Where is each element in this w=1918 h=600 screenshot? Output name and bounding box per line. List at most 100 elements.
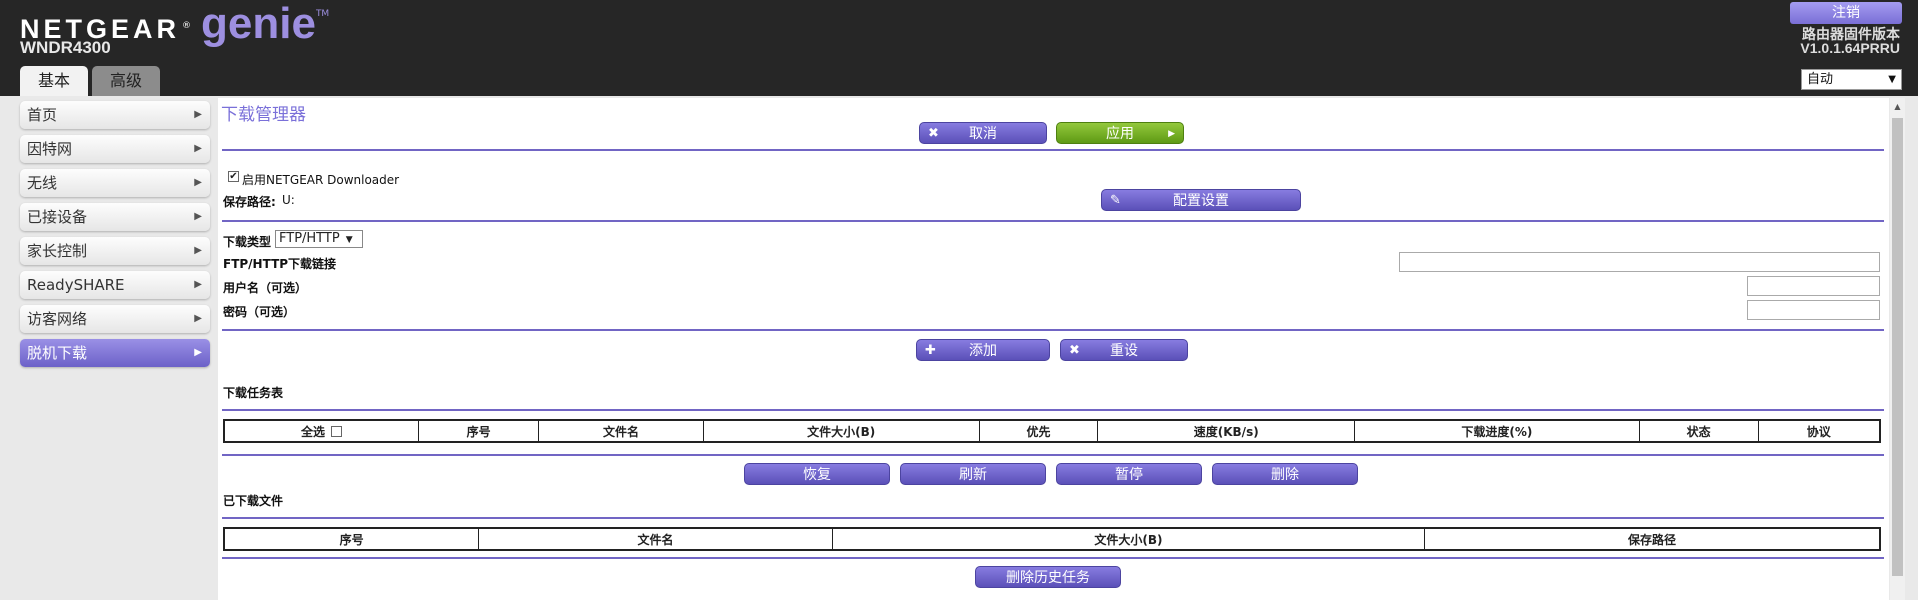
logout-button[interactable]: 注销 [1790,2,1902,24]
divider [222,220,1884,222]
column-header-priority: 优先 [978,419,1099,443]
main-content: 下载管理器 ✖ 取消 应用 ▶ ✔ 启用NETGEAR Downloader 保… [218,98,1889,600]
chevron-right-icon: ▶ [194,313,202,324]
add-button-label: 添加 [969,343,997,359]
language-select[interactable]: 自动 ▼ [1801,69,1902,90]
sidebar-item-label: 因特网 [27,140,73,158]
delete-button[interactable]: 删除 [1212,463,1358,485]
chevron-right-icon: ▶ [194,109,202,120]
brand-registered-mark: ® [182,21,192,31]
column-header-filename: 文件名 [478,527,833,551]
sidebar-item-label: ReadySHARE [27,276,125,294]
column-header-filesize: 文件大小(B) [702,419,980,443]
play-arrow-icon: ▶ [1168,129,1175,139]
sidebar-item-offline-download[interactable]: 脱机下载 ▶ [20,339,210,367]
column-header-select-all: 全选 [223,419,420,443]
refresh-button[interactable]: 刷新 [900,463,1046,485]
close-icon: ✖ [1069,343,1080,358]
column-header-status: 状态 [1638,419,1759,443]
save-path-value: U: [282,193,295,207]
column-header-index: 序号 [223,527,480,551]
enable-downloader-checkbox[interactable]: ✔ [228,171,239,182]
column-header-save-path: 保存路径 [1424,527,1881,551]
sidebar-item-readyshare[interactable]: ReadySHARE ▶ [20,271,210,299]
column-header-filesize: 文件大小(B) [831,527,1426,551]
main-tabs: 基本 高级 [20,66,161,96]
sidebar-item-wireless[interactable]: 无线 ▶ [20,169,210,197]
close-icon: ✖ [928,126,939,141]
table-header-row: 序号 文件名 文件大小(B) 保存路径 [223,527,1881,551]
top-header: NETGEAR ® genie TM WNDR4300 基本 高级 注销 路由器… [0,0,1918,96]
pencil-icon: ✎ [1110,193,1121,208]
sidebar-item-guest-network[interactable]: 访客网络 ▶ [20,305,210,333]
reset-button[interactable]: ✖ 重设 [1060,339,1188,361]
chevron-right-icon: ▶ [194,177,202,188]
divider [222,329,1884,331]
sidebar-item-label: 访客网络 [27,310,88,328]
divider [222,517,1884,519]
task-list-title: 下载任务表 [223,386,284,400]
username-input[interactable] [1747,276,1880,296]
sidebar-item-label: 家长控制 [27,242,88,260]
reset-button-label: 重设 [1110,343,1138,359]
config-settings-label: 配置设置 [1173,193,1229,209]
column-header-filename: 文件名 [538,419,704,443]
select-all-label: 全选 [301,424,326,439]
sidebar-item-home[interactable]: 首页 ▶ [20,101,210,129]
apply-button-label: 应用 [1106,126,1134,142]
select-all-checkbox[interactable] [331,425,343,437]
enable-downloader-label: 启用NETGEAR Downloader [242,173,400,187]
chevron-right-icon: ▶ [194,143,202,154]
scrollbar-thumb[interactable] [1892,118,1903,576]
cancel-button[interactable]: ✖ 取消 [919,122,1047,144]
sidebar-item-attached-devices[interactable]: 已接设备 ▶ [20,203,210,231]
divider [222,149,1884,151]
download-type-label: 下载类型 [223,235,272,249]
chevron-right-icon: ▶ [194,211,202,222]
download-link-input[interactable] [1399,252,1880,272]
sidebar-item-label: 无线 [27,174,58,192]
cancel-button-label: 取消 [969,126,997,142]
chevron-right-icon: ▶ [194,279,202,290]
delete-history-button[interactable]: 删除历史任务 [975,566,1121,588]
divider [222,409,1884,411]
resume-button[interactable]: 恢复 [744,463,890,485]
language-select-value: 自动 [1807,72,1834,87]
brand-netgear: NETGEAR [20,14,181,44]
config-settings-button[interactable]: ✎ 配置设置 [1101,189,1301,211]
downloaded-files-title: 已下载文件 [223,494,284,508]
sidebar-item-label: 脱机下载 [27,344,88,362]
password-input[interactable] [1747,300,1880,320]
sidebar-item-internet[interactable]: 因特网 ▶ [20,135,210,163]
brand-genie: genie [201,0,316,48]
tab-advanced[interactable]: 高级 [92,66,161,96]
table-header-row: 全选 序号 文件名 文件大小(B) 优先 速度(KB/s) 下载进度(%) 状态… [223,419,1881,443]
sidebar-item-parental-controls[interactable]: 家长控制 ▶ [20,237,210,265]
download-task-table: 全选 序号 文件名 文件大小(B) 优先 速度(KB/s) 下载进度(%) 状态… [223,419,1881,443]
download-type-value: FTP/HTTP [279,231,340,246]
vertical-scrollbar[interactable]: ▲ [1890,98,1905,600]
dropdown-arrow-icon: ▼ [345,235,353,245]
password-label: 密码（可选） [223,305,296,319]
pause-button[interactable]: 暂停 [1056,463,1202,485]
brand-logo: NETGEAR ® genie TM [20,0,330,48]
sidebar-item-label: 首页 [27,106,58,124]
add-button[interactable]: ✚ 添加 [916,339,1050,361]
brand-trademark: TM [315,9,330,19]
firmware-version: V1.0.1.64PRRU [1800,40,1900,56]
column-header-speed: 速度(KB/s) [1097,419,1356,443]
dropdown-arrow-icon: ▼ [1888,74,1896,85]
column-header-progress: 下载进度(%) [1354,419,1640,443]
scroll-up-arrow-icon[interactable]: ▲ [1894,102,1901,111]
download-type-select[interactable]: FTP/HTTP ▼ [275,230,363,248]
router-model: WNDR4300 [20,38,111,57]
page-title: 下载管理器 [221,105,306,125]
chevron-right-icon: ▶ [194,347,202,358]
tab-basic[interactable]: 基本 [20,66,89,96]
apply-button[interactable]: 应用 ▶ [1056,122,1184,144]
username-label: 用户名（可选） [223,281,308,295]
downloaded-files-table: 序号 文件名 文件大小(B) 保存路径 [223,527,1881,551]
chevron-right-icon: ▶ [194,245,202,256]
plus-icon: ✚ [925,343,936,358]
link-label: FTP/HTTP下载链接 [223,257,337,271]
